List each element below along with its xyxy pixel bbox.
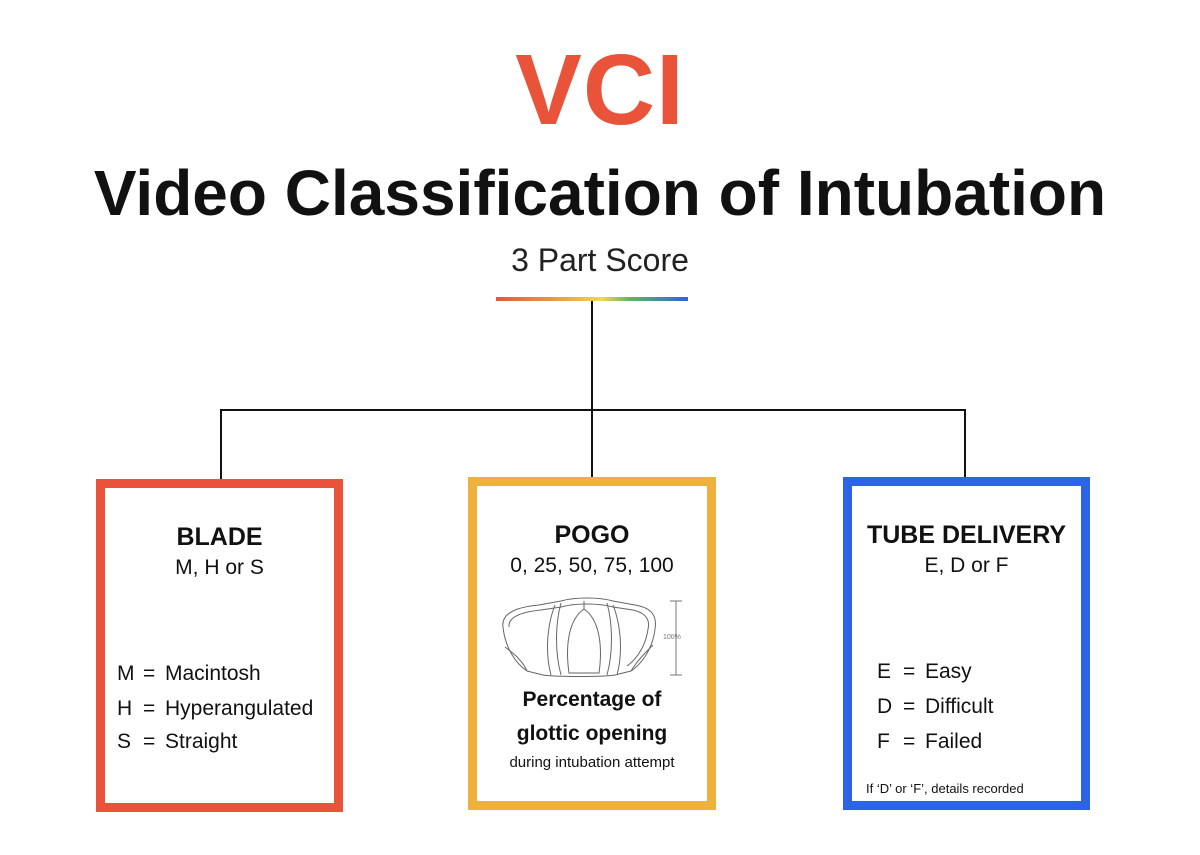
tube-delivery-card: TUBE DELIVERY E, D or F E = Easy D = Difficu…: [843, 477, 1090, 810]
tube-title: TUBE DELIVERY: [866, 521, 1067, 549]
tube-item-d: D = Difficult: [877, 690, 993, 724]
tube-item-f: F = Failed: [877, 725, 982, 759]
pogo-caption-line1: Percentage of: [522, 688, 662, 711]
connector-horizontal: [220, 409, 966, 411]
tube-item-key: E: [877, 660, 892, 683]
blade-card: BLADE M, H or S M = Macintosh H = Hyperangul…: [96, 479, 343, 812]
blade-title: BLADE: [176, 523, 263, 551]
pogo-diagram-label: 100%: [663, 634, 681, 641]
blade-item-key: H: [117, 697, 133, 720]
tube-item-key: F: [877, 730, 890, 753]
blade-item-key: S: [117, 730, 132, 753]
blade-item-eq: =: [143, 662, 156, 685]
tube-item-value: Difficult: [925, 695, 994, 718]
blade-item-eq: =: [143, 730, 156, 753]
gradient-divider: [496, 297, 688, 301]
tube-item-e: E = Easy: [877, 655, 972, 689]
connector-left: [220, 409, 222, 481]
blade-item-m: M = Macintosh: [117, 657, 261, 691]
page-title: Video Classification of Intubation: [93, 157, 1107, 229]
blade-subtitle: M, H or S: [175, 556, 264, 579]
blade-item-eq: =: [143, 697, 156, 720]
tube-item-eq: =: [903, 730, 916, 753]
pogo-caption-line3: during intubation attempt: [509, 754, 675, 771]
pogo-subtitle: 0, 25, 50, 75, 100: [510, 554, 674, 577]
tube-note: If ‘D’ or ‘F’, details recorded: [866, 781, 1024, 796]
blade-item-h: H = Hyperangulated: [117, 692, 313, 726]
pogo-caption-line2: glottic opening: [516, 722, 668, 745]
tube-item-value: Easy: [925, 660, 972, 683]
blade-item-value: Hyperangulated: [165, 697, 314, 720]
tube-item-value: Failed: [925, 730, 983, 753]
tube-item-eq: =: [903, 695, 916, 718]
glottis-diagram-icon: [502, 597, 682, 677]
page-subtitle: 3 Part Score: [511, 242, 689, 278]
pogo-card: POGO 0, 25, 50, 75, 100 100% Percentage …: [468, 477, 716, 810]
connector-middle: [591, 409, 593, 479]
tube-item-eq: =: [903, 660, 916, 683]
pogo-title: POGO: [554, 521, 630, 549]
tube-subtitle: E, D or F: [924, 554, 1009, 577]
blade-item-value: Straight: [165, 730, 238, 753]
connector-right: [964, 409, 966, 479]
acronym-title: VCI: [515, 34, 685, 146]
blade-item-value: Macintosh: [165, 662, 261, 685]
blade-item-s: S = Straight: [117, 725, 237, 759]
blade-item-key: M: [117, 662, 135, 685]
connector-trunk: [591, 301, 593, 411]
tube-item-key: D: [877, 695, 893, 718]
